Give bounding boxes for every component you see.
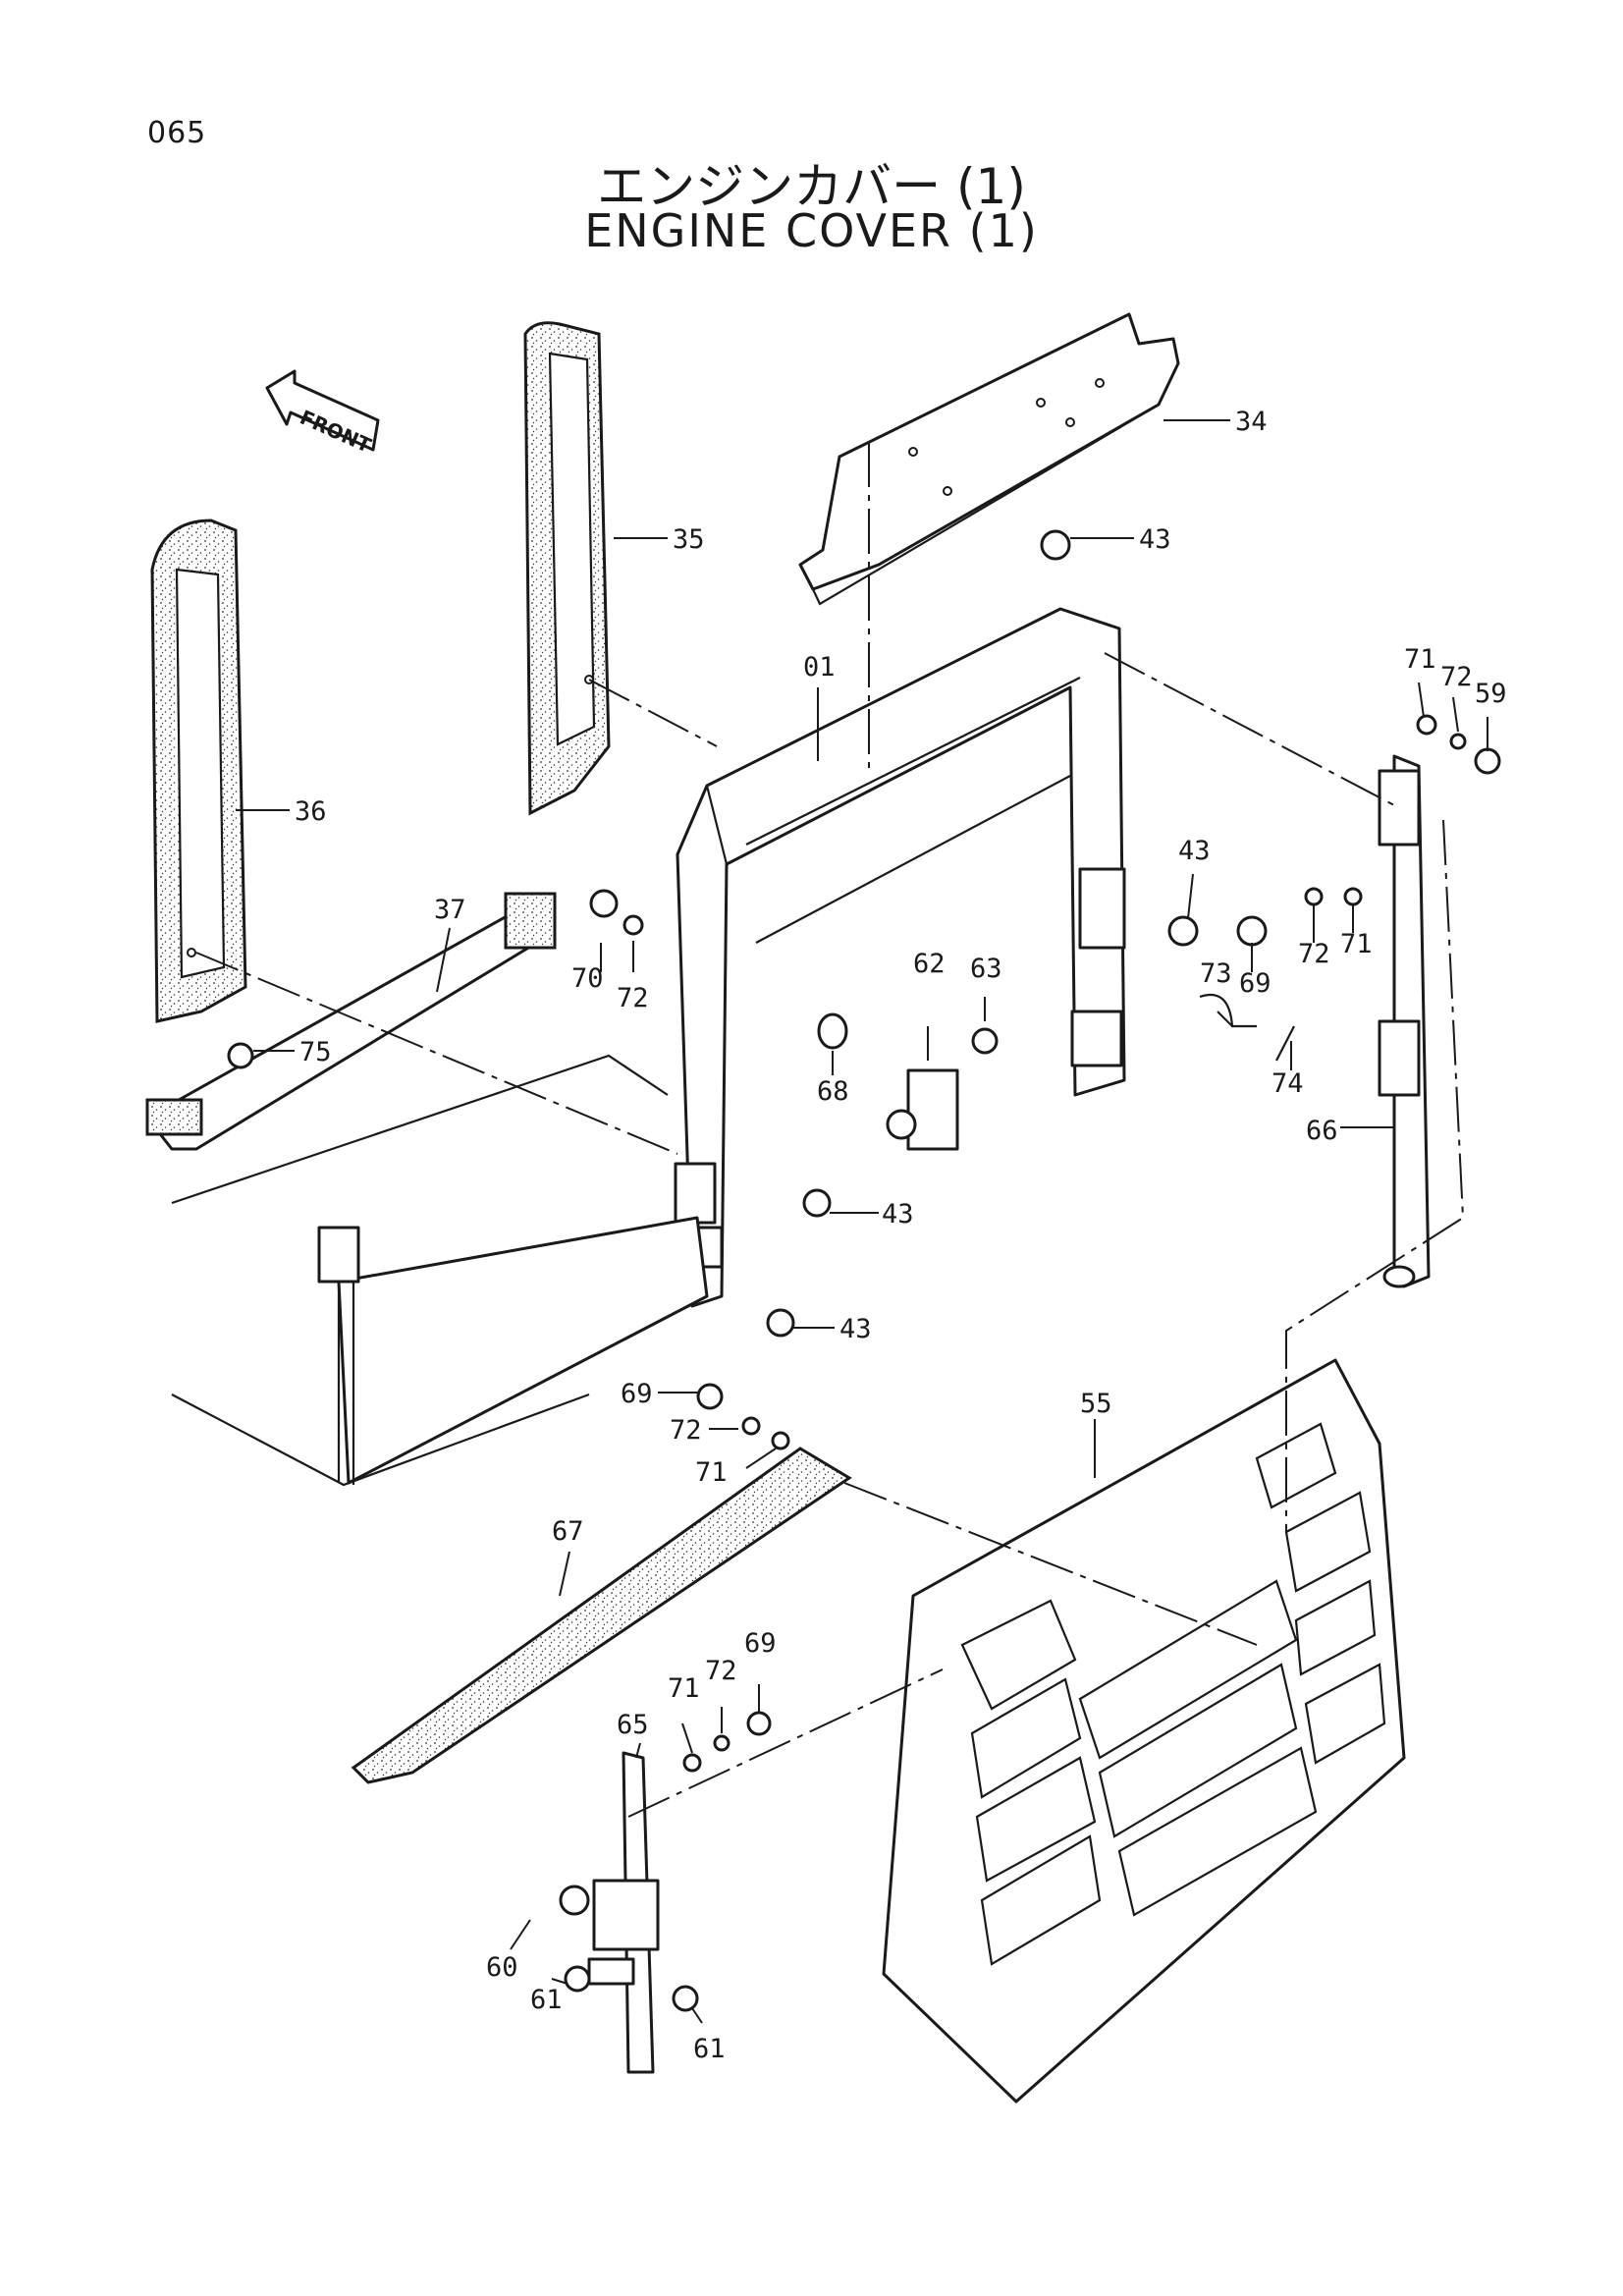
callout-71-right: 71	[1340, 929, 1373, 959]
callout-37: 37	[434, 895, 466, 925]
callout-74: 74	[1271, 1068, 1304, 1099]
callout-71-top: 71	[1404, 644, 1436, 675]
callout-60: 60	[486, 1952, 518, 1983]
callout-36: 36	[295, 796, 327, 827]
callout-72-bottom: 72	[705, 1656, 737, 1686]
frame-01	[674, 607, 1126, 1308]
rail-37	[145, 892, 557, 1151]
callout-69-bottom: 69	[744, 1628, 777, 1659]
callout-43-bottom: 43	[839, 1314, 872, 1344]
callout-34: 34	[1235, 407, 1268, 437]
bracket-66	[1378, 754, 1431, 1288]
front-arrow-icon: FRONT	[265, 369, 380, 458]
callout-72-left: 72	[617, 983, 649, 1013]
leader-lines	[236, 419, 1488, 2024]
seal-35	[523, 321, 611, 816]
callout-55: 55	[1080, 1389, 1112, 1419]
rail-67	[351, 1447, 852, 1784]
callout-72-top: 72	[1440, 662, 1473, 692]
callout-70: 70	[571, 963, 604, 994]
callout-66: 66	[1306, 1116, 1338, 1146]
seal-36	[150, 519, 247, 1023]
callout-43-mid: 43	[882, 1199, 914, 1230]
cover-55	[882, 1358, 1406, 2104]
plate-34	[798, 312, 1180, 606]
callout-63: 63	[970, 954, 1002, 984]
callout-61-right: 61	[693, 2034, 726, 2064]
title-japanese: エンジンカバー (1)	[597, 158, 1026, 215]
lock-62	[886, 1068, 959, 1151]
assembly-center-lines	[195, 442, 1465, 1818]
page-number: 065	[147, 116, 207, 150]
callout-65: 65	[617, 1710, 649, 1740]
callout-01: 01	[803, 652, 836, 683]
callout-61-left: 61	[530, 1985, 563, 2015]
callout-62: 62	[913, 949, 946, 979]
callout-72-mid: 72	[670, 1415, 702, 1446]
callout-71-bottom: 71	[668, 1673, 700, 1704]
engine-housing	[171, 1054, 709, 1487]
callout-75: 75	[299, 1037, 332, 1067]
callout-labels: 34 35 36 43 01 37 75 71 72 59 43 69 72 7…	[295, 407, 1507, 2064]
callout-69-left: 69	[621, 1379, 653, 1409]
callout-43-top: 43	[1139, 524, 1171, 555]
callout-43-right: 43	[1178, 836, 1211, 866]
callout-35: 35	[673, 524, 705, 555]
title-english: ENGINE COVER (1)	[584, 204, 1039, 257]
callout-73: 73	[1200, 958, 1232, 989]
callout-67: 67	[552, 1516, 584, 1547]
callout-59: 59	[1475, 679, 1507, 709]
bracket-65	[587, 1751, 660, 2074]
hardware	[227, 529, 1501, 2012]
callout-71-mid: 71	[695, 1457, 728, 1488]
callout-68: 68	[817, 1076, 849, 1107]
callout-69-right: 69	[1239, 968, 1271, 999]
callout-72-right: 72	[1298, 939, 1330, 969]
